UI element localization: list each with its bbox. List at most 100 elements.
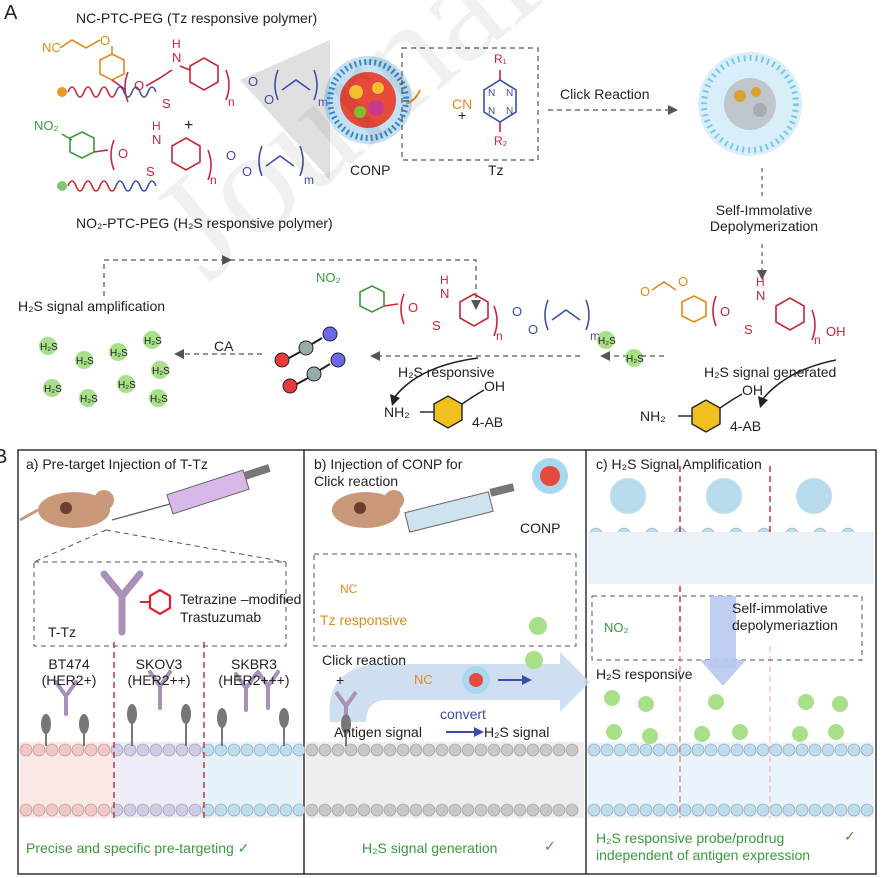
lipid-bead [227, 803, 241, 817]
lipid-bead [253, 803, 267, 817]
lipid-bead [370, 743, 384, 757]
no2-polymer-chain [57, 180, 157, 192]
mid-no2-structure: NO₂ O S H N n O O m [316, 270, 600, 343]
tz-responsive-label: Tz responsive [320, 612, 408, 628]
lipid-bead [808, 803, 822, 817]
lipid-bead [565, 803, 579, 817]
svg-text:N: N [488, 106, 495, 117]
lipid-bead [500, 803, 514, 817]
lipid-bead [71, 803, 85, 817]
syringe-a [111, 464, 271, 521]
ab-left-label: 4-AB [472, 414, 504, 430]
svg-text:N: N [152, 132, 161, 147]
lipid-bead [396, 803, 410, 817]
lipid-bead [704, 743, 718, 757]
right-fragment: O O O S H N n OH [640, 274, 846, 347]
lipid-bead [678, 803, 692, 817]
svg-text:S: S [146, 164, 155, 179]
svg-text:O: O [118, 146, 128, 161]
lipid-bead [19, 803, 33, 817]
lipid-bead [552, 743, 566, 757]
amplification-loop [103, 259, 477, 300]
svg-text:O: O [264, 92, 274, 107]
lipid-bead [847, 803, 861, 817]
svg-text:H₂S: H₂S [152, 366, 170, 377]
lipid-bead [175, 743, 189, 757]
nc-b-label: NC [414, 672, 433, 687]
lipid-bead [756, 743, 770, 757]
panel-b-footer: H₂S signal generation [362, 840, 498, 856]
svg-text:N: N [506, 106, 513, 117]
clicked-micelle [698, 52, 802, 156]
lipid-bead [136, 803, 150, 817]
lipid-bead [587, 743, 601, 757]
click-reaction-label: Click Reaction [560, 86, 650, 102]
lipid-bead [821, 803, 835, 817]
lipid-bead [756, 803, 770, 817]
svg-text:O: O [528, 322, 538, 337]
lipid-bead [188, 743, 202, 757]
syringe-b [404, 458, 568, 533]
lipid-bead [45, 803, 59, 817]
lipid-bead [266, 743, 280, 757]
plus-b: + [336, 672, 345, 688]
h2s-bubbles-c [525, 617, 848, 744]
conp-b-label: CONP [520, 520, 561, 536]
lipid-bead [743, 743, 757, 757]
lipid-bead [587, 803, 601, 817]
panel-b-diagram [17, 449, 877, 875]
svg-text:N: N [488, 88, 495, 99]
lipid-bead [526, 803, 540, 817]
svg-text:O: O [134, 78, 144, 93]
lipid-bead [795, 743, 809, 757]
lipid-bead [188, 803, 202, 817]
svg-text:S: S [162, 96, 171, 111]
lipid-bead [136, 743, 150, 757]
lipid-bead [730, 803, 744, 817]
svg-text:H₂S: H₂S [150, 394, 168, 405]
lipid-bead [240, 743, 254, 757]
nc-polymer-title: NC-PTC-PEG (Tz responsive polymer) [76, 10, 318, 26]
lipid-bead [691, 803, 705, 817]
cell-bt474: BT474(HER2+) [41, 656, 97, 688]
lipid-bead [652, 803, 666, 817]
lipid-bead [639, 743, 653, 757]
lipid-bead [331, 743, 345, 757]
lipid-bead [704, 803, 718, 817]
lipid-bead [318, 803, 332, 817]
svg-text:N: N [440, 286, 449, 301]
mouse-b [332, 490, 404, 528]
cn-linker [405, 89, 421, 105]
lipid-bead [526, 743, 540, 757]
lipid-bead [383, 743, 397, 757]
lipid-bead [652, 743, 666, 757]
svg-text:NC: NC [42, 40, 61, 55]
h2s-cluster-a [39, 331, 643, 407]
lipid-bead [97, 743, 111, 757]
lipid-bead [626, 803, 640, 817]
mouse-a [19, 490, 114, 528]
svg-text:N: N [756, 288, 765, 303]
bound-antibodies-a [54, 670, 280, 716]
lipid-bead [110, 743, 124, 757]
svg-text:O: O [640, 284, 650, 299]
lipid-bead [808, 743, 822, 757]
no2-polymer-structure: NO₂ O S H N n O O m [34, 118, 314, 187]
lipid-bead [409, 743, 423, 757]
svg-text:O: O [408, 300, 418, 315]
amplification-label: H₂S signal amplification [18, 298, 166, 314]
lipid-bead [691, 743, 705, 757]
svg-text:N: N [172, 50, 181, 65]
conp-micelle [324, 56, 412, 144]
panel-b-check: ✓ [544, 838, 556, 854]
svg-text:H₂S: H₂S [110, 348, 128, 359]
cone-shape [240, 40, 330, 180]
svg-text:O: O [248, 74, 258, 89]
lipid-bead [513, 743, 527, 757]
svg-text:H: H [152, 119, 161, 133]
lipid-bead [552, 803, 566, 817]
lipid-bead [201, 743, 215, 757]
svg-text:H₂S: H₂S [144, 336, 162, 347]
lipid-bead [565, 743, 579, 757]
